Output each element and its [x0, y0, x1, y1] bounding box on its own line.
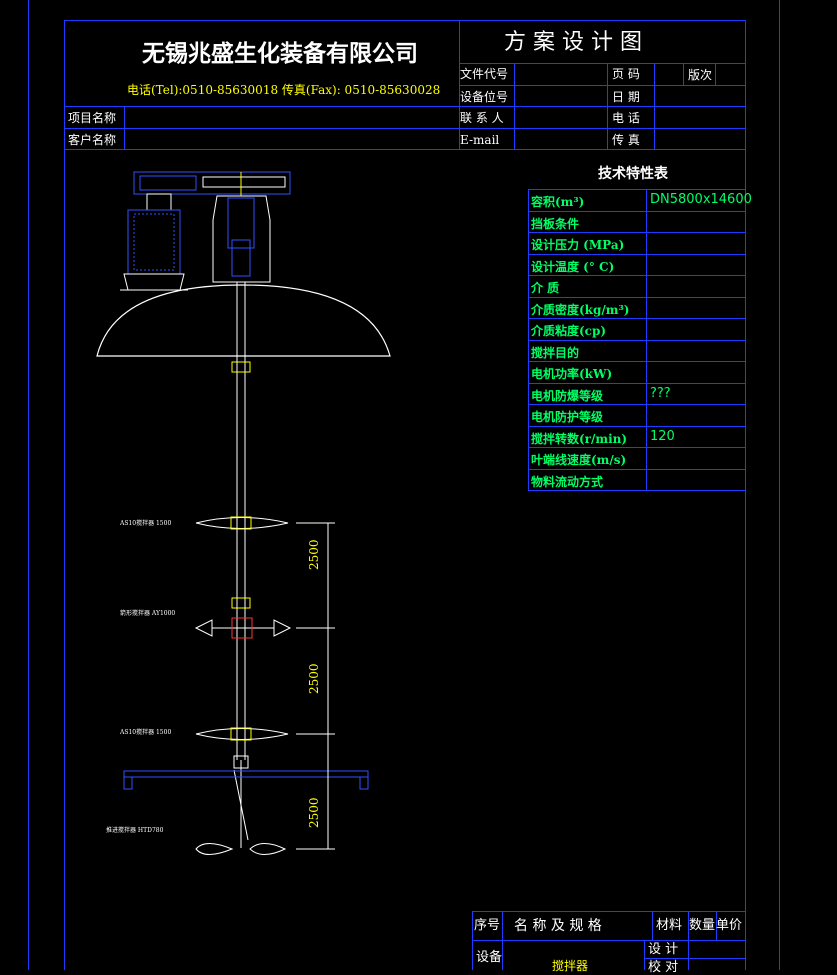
dimension-1: 2500 [307, 539, 321, 570]
frame-left-outer [28, 0, 29, 970]
email-label: E-mail [460, 133, 500, 147]
dimension-lines [296, 522, 335, 850]
impeller-3 [195, 727, 289, 741]
client-name-label: 客户名称 [68, 133, 117, 147]
tank-dome [96, 284, 391, 357]
spec-row: 搅拌目的 [528, 339, 745, 362]
spec-value: ??? [650, 385, 671, 401]
spec-row: 叶端线速度(m/s) [528, 447, 745, 469]
spec-label: 搅拌转数(r/min) [531, 431, 628, 446]
spec-row: 物料流动方式 [528, 468, 745, 491]
spec-label: 电机功率(kW) [531, 367, 613, 381]
spec-label: 介质密度(kg/m³) [531, 302, 630, 317]
impeller-4 [195, 843, 287, 855]
bom-price-header: 单价 [716, 918, 743, 933]
contact-line: 电话(Tel):0510-85630018 传真(Fax): 0510-8563… [127, 83, 441, 97]
gearbox [212, 172, 271, 283]
impeller-label-2: 箭形搅拌器 AY1000 [120, 610, 176, 617]
fax-label: 传 真 [612, 133, 640, 147]
spec-row: 电机防护等级 [528, 404, 745, 426]
spec-label: 容积(m³) [531, 195, 585, 209]
bom-row-label: 设备 [476, 950, 503, 965]
spec-label: 挡板条件 [531, 216, 580, 231]
spec-row: 电机防爆等级??? [528, 382, 745, 405]
spec-row: 设计温度 (° C) [528, 253, 745, 276]
spec-row: 介质密度(kg/m³) [528, 296, 745, 319]
impeller-label-4: 推进搅拌器 HTD780 [106, 827, 164, 834]
spec-value: DN5800x14600 [650, 192, 752, 207]
equipment-no-label: 设备位号 [460, 90, 509, 104]
contact-label: 联 系 人 [460, 111, 504, 125]
spec-label: 设计温度 (° C) [531, 259, 615, 274]
frame-left-inner [64, 20, 65, 970]
motor-assembly [120, 171, 291, 291]
dimension-2: 2500 [307, 663, 321, 694]
spec-row: 介 质 [528, 275, 745, 297]
bom-qty-header: 数量 [689, 918, 716, 933]
spec-row: 容积(m³) DN5800x14600 [528, 189, 752, 211]
phone-label: 电 话 [612, 111, 640, 125]
company-name: 无锡兆盛生化装备有限公司 [142, 40, 418, 67]
spec-value: 120 [650, 428, 675, 444]
spec-label: 电机防护等级 [531, 410, 604, 424]
spec-label: 设计压力 (MPa) [531, 238, 625, 252]
spec-row: 设计压力 (MPa) [528, 232, 745, 254]
dimension-3: 2500 [307, 797, 321, 828]
impeller-label-3: AS10搅拌器 1500 [120, 729, 172, 736]
bom-name-header: 名 称 及 规 格 [514, 918, 602, 934]
page-no-label: 页 码 [612, 67, 640, 81]
bom-row-item: 搅拌器 [552, 959, 589, 973]
bom-seq-header: 序号 [474, 918, 501, 933]
revision-label: 版次 [688, 68, 713, 82]
spec-label: 介质粘度(cp) [531, 324, 607, 338]
bottom-support [123, 755, 369, 790]
project-name-label: 项目名称 [68, 111, 117, 125]
file-code-label: 文件代号 [460, 67, 509, 81]
impeller-1 [195, 516, 289, 530]
impeller-2 [194, 617, 292, 639]
date-label: 日 期 [612, 90, 640, 104]
frame-right-outer [779, 0, 780, 970]
spec-row: 挡板条件 [528, 210, 745, 233]
drawing-title: 方 案 设 计 图 [504, 30, 642, 55]
spec-row: 搅拌转数(r/min) 120 [528, 425, 745, 448]
bom-material-header: 材料 [656, 918, 683, 933]
shaft [231, 282, 251, 848]
impeller-label-1: AS10搅拌器 1500 [120, 520, 172, 527]
bom-check-label: 校 对 [648, 960, 679, 975]
frame-top-inner [64, 20, 746, 21]
bom-design-label: 设 计 [648, 942, 679, 957]
spec-row: 电机功率(kW) [528, 361, 745, 383]
spec-row: 介质粘度(cp) [528, 318, 745, 340]
spec-label: 介 质 [531, 281, 560, 295]
spec-label: 电机防爆等级 [531, 388, 604, 403]
spec-table-title: 技术特性表 [598, 166, 668, 182]
frame-right-inner [745, 20, 746, 970]
spec-label: 搅拌目的 [531, 345, 580, 360]
spec-label: 叶端线速度(m/s) [531, 453, 627, 467]
spec-label: 物料流动方式 [531, 474, 604, 489]
